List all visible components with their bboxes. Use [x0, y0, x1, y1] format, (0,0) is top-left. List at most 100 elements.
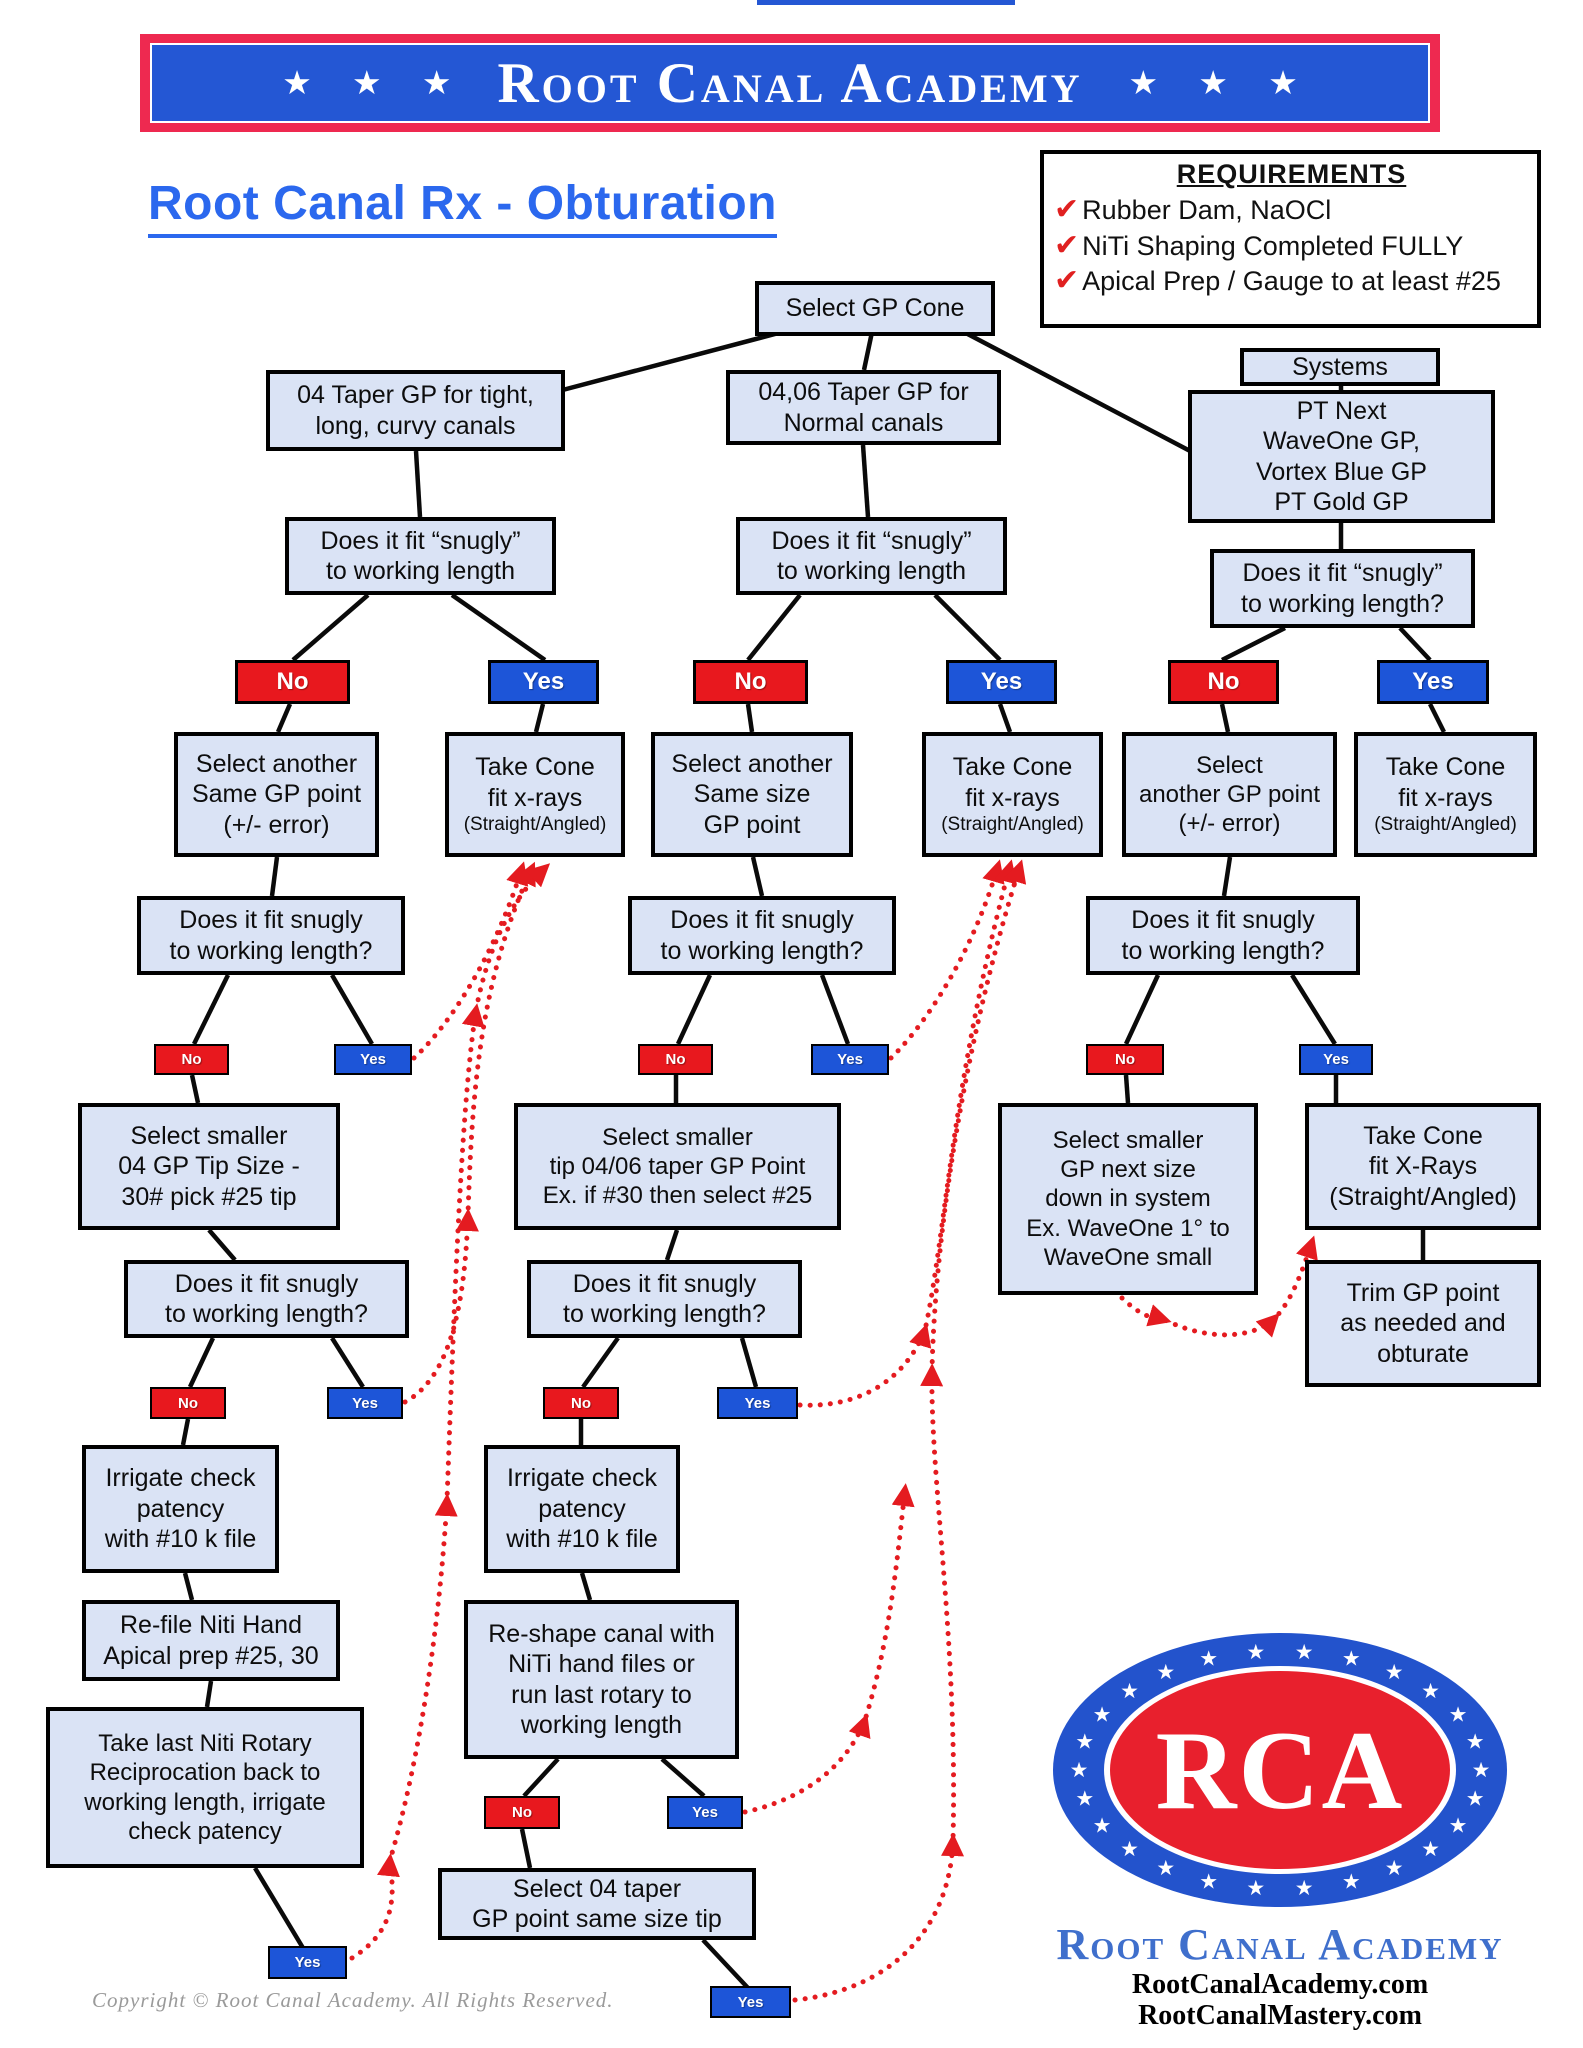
- svg-text:★: ★: [1075, 1730, 1094, 1754]
- svg-text:★: ★: [1449, 1813, 1468, 1837]
- svg-text:★: ★: [1295, 1876, 1314, 1900]
- node-take-last-rotary: Take last Niti Rotary Reciprocation back…: [46, 1707, 364, 1868]
- node-label: Select 04 taper GP point same size tip: [472, 1874, 722, 1934]
- header-banner: ★ ★ ★ Root Canal Academy ★ ★ ★: [140, 34, 1440, 132]
- node-label: Does it fit snugly to working length?: [660, 906, 864, 965]
- node-label: Does it fit snugly to working length?: [165, 1269, 368, 1329]
- no-badge: No: [638, 1044, 713, 1075]
- header-banner-inner: ★ ★ ★ Root Canal Academy ★ ★ ★: [150, 43, 1430, 123]
- svg-text:★: ★: [1070, 1758, 1089, 1782]
- node-label: Take last Niti Rotary Reciprocation back…: [84, 1729, 326, 1845]
- stars-right-icon: ★ ★ ★: [1128, 66, 1314, 102]
- yes-badge: Yes: [946, 660, 1057, 704]
- node-label: Does it fit snugly to working length?: [1121, 906, 1325, 965]
- node-label: Select smaller 04 GP Tip Size - 30# pick…: [118, 1121, 300, 1211]
- svg-text:★: ★: [1093, 1813, 1112, 1837]
- badge-label: No: [181, 1051, 202, 1068]
- svg-text:★: ★: [1120, 1837, 1139, 1861]
- check-icon: ✔: [1054, 228, 1080, 262]
- banner-title: Root Canal Academy: [497, 51, 1083, 115]
- node-fit-snugly2-left: Does it fit snugly to working length?: [137, 896, 405, 975]
- yes-badge: Yes: [334, 1044, 412, 1075]
- node-select-smaller-04: Select smaller 04 GP Tip Size - 30# pick…: [78, 1103, 340, 1230]
- logo-url-academy: RootCanalAcademy.com: [1131, 1969, 1429, 2000]
- node-select-another-same-gp: Select another Same GP point (+/- error): [174, 732, 379, 857]
- svg-text:★: ★: [1342, 1869, 1361, 1893]
- node-select-gp-cone: Select GP Cone: [755, 281, 995, 336]
- badge-label: No: [276, 668, 309, 695]
- svg-text:★: ★: [1466, 1730, 1485, 1754]
- yes-badge: Yes: [488, 660, 599, 704]
- node-take-cone-left: Take Cone fit x-rays(Straight/Angled): [445, 732, 625, 857]
- node-label: Does it fit “snugly” to working length: [320, 526, 521, 586]
- badge-label: Yes: [744, 1394, 771, 1412]
- node-select-another-same-size: Select another Same size GP point: [651, 732, 853, 857]
- no-badge: No: [484, 1796, 560, 1829]
- no-badge: No: [150, 1387, 226, 1419]
- node-irrigate-mid: Irrigate check patency with #10 k file: [484, 1445, 680, 1573]
- yes-badge: Yes: [1377, 660, 1489, 704]
- badge-label: Yes: [360, 1051, 386, 1068]
- badge-label: Yes: [737, 1993, 764, 2011]
- node-fit-snugly2-right: Does it fit snugly to working length?: [1086, 896, 1360, 975]
- requirement-item: ✔ Rubber Dam, NaOCl: [1054, 193, 1529, 229]
- node-label: Re-shape canal with NiTi hand files or r…: [488, 1619, 715, 1740]
- node-label: Select smaller tip 04/06 taper GP Point …: [542, 1123, 813, 1210]
- badge-label: Yes: [522, 668, 565, 695]
- node-label: Systems: [1292, 352, 1388, 381]
- yes-badge: Yes: [667, 1796, 743, 1829]
- check-icon: ✔: [1054, 264, 1080, 298]
- node-sublabel: (Straight/Angled): [463, 814, 607, 836]
- svg-text:★: ★: [1466, 1787, 1485, 1811]
- requirement-label: NiTi Shaping Completed FULLY: [1082, 230, 1464, 261]
- node-fit-snugly2-mid: Does it fit snugly to working length?: [628, 896, 896, 975]
- logo-name: Root Canal Academy: [1056, 1920, 1504, 1969]
- yes-badge: Yes: [811, 1044, 889, 1075]
- no-badge: No: [693, 660, 808, 704]
- copyright-text: Copyright © Root Canal Academy. All Righ…: [92, 1988, 614, 2012]
- no-badge: No: [235, 660, 350, 704]
- logo-acronym: RCA: [1156, 1709, 1405, 1833]
- node-label: Does it fit snugly to working length?: [169, 906, 373, 965]
- badge-label: No: [178, 1394, 198, 1412]
- node-taper-04: 04 Taper GP for tight, long, curvy canal…: [266, 370, 565, 451]
- node-label: Re-file Niti Hand Apical prep #25, 30: [103, 1611, 319, 1670]
- node-irrigate-left: Irrigate check patency with #10 k file: [82, 1445, 279, 1573]
- svg-text:★: ★: [1156, 1856, 1175, 1880]
- svg-text:★: ★: [1199, 1869, 1218, 1893]
- badge-label: No: [665, 1051, 686, 1068]
- requirements-box: REQUIREMENTS ✔ Rubber Dam, NaOCl ✔ NiTi …: [1040, 150, 1541, 328]
- node-label: 04,06 Taper GP for Normal canals: [758, 378, 969, 437]
- svg-text:★: ★: [1472, 1758, 1491, 1782]
- badge-label: Yes: [980, 668, 1023, 695]
- node-label: Select GP Cone: [785, 294, 965, 323]
- svg-text:★: ★: [1246, 1876, 1265, 1900]
- requirement-label: Rubber Dam, NaOCl: [1082, 195, 1332, 225]
- node-label: Select another Same GP point (+/- error): [191, 749, 362, 839]
- svg-text:★: ★: [1295, 1640, 1314, 1664]
- node-select-another-gp-right: Select another GP point (+/- error): [1122, 732, 1337, 857]
- svg-text:★: ★: [1449, 1703, 1468, 1727]
- badge-label: No: [1115, 1051, 1135, 1068]
- svg-text:★: ★: [1421, 1679, 1440, 1703]
- node-label: Select another Same size GP point: [671, 749, 833, 839]
- requirement-item: ✔ NiTi Shaping Completed FULLY: [1054, 229, 1529, 265]
- node-taper-0406: 04,06 Taper GP for Normal canals: [726, 370, 1001, 445]
- node-systems-label: Systems: [1240, 348, 1440, 386]
- node-sublabel: (Straight/Angled): [1374, 814, 1517, 836]
- svg-text:★: ★: [1156, 1660, 1175, 1684]
- node-fit-snugly3-left: Does it fit snugly to working length?: [124, 1260, 409, 1338]
- node-select-04-same-tip: Select 04 taper GP point same size tip: [438, 1868, 756, 1940]
- node-fit-snugly3-mid: Does it fit snugly to working length?: [527, 1260, 802, 1338]
- node-label: PT Next WaveOne GP, Vortex Blue GP PT Go…: [1256, 396, 1427, 517]
- top-page-tab-line: [757, 0, 1015, 5]
- node-take-cone-xrays: Take Cone fit X-Rays (Straight/Angled): [1305, 1103, 1541, 1230]
- badge-label: No: [734, 668, 767, 695]
- requirement-label: Apical Prep / Gauge to at least #25: [1082, 266, 1501, 297]
- svg-text:★: ★: [1421, 1837, 1440, 1861]
- node-label: Select another GP point (+/- error): [1138, 751, 1321, 838]
- node-label: Trim GP point as needed and obturate: [1340, 1278, 1506, 1368]
- yes-badge: Yes: [710, 1986, 791, 2018]
- svg-text:★: ★: [1199, 1647, 1218, 1671]
